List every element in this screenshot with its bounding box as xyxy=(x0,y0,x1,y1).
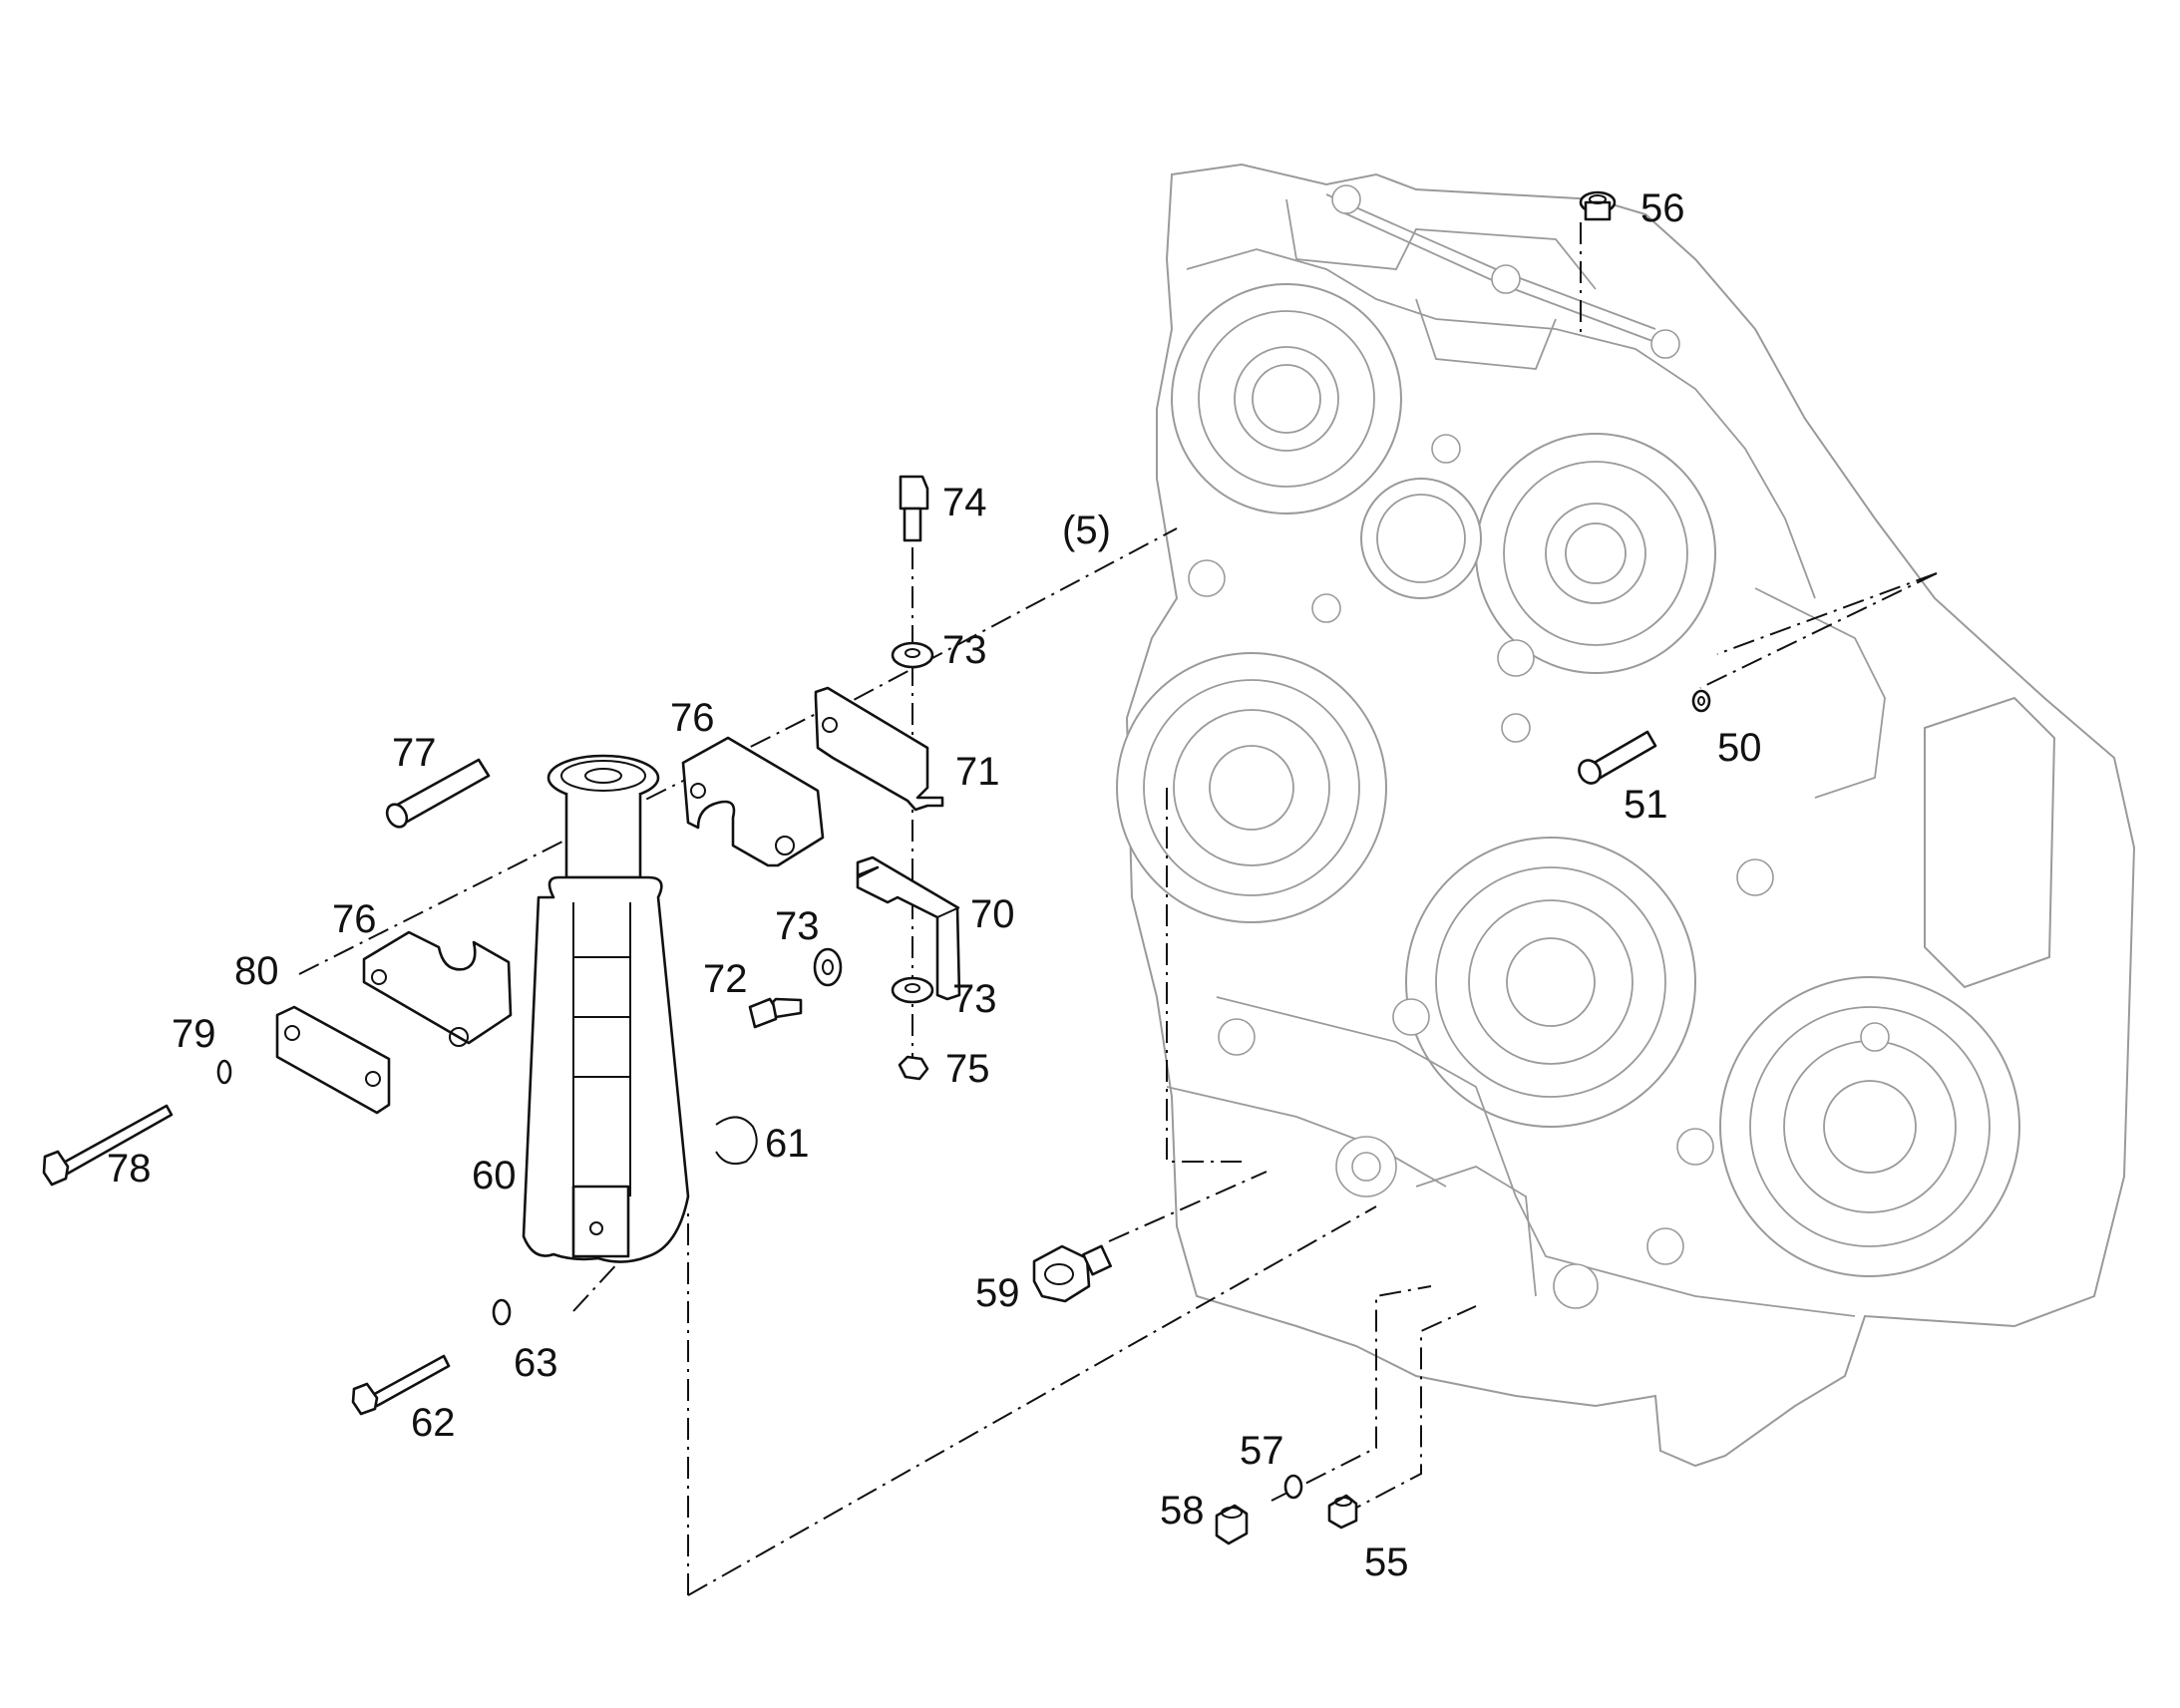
part-77-pin xyxy=(385,758,491,829)
part-60-stand xyxy=(522,754,690,1263)
callout-56: 56 xyxy=(1640,186,1685,230)
callout-71: 71 xyxy=(955,750,1000,794)
part-56-breather xyxy=(1579,190,1617,221)
callout-55: 55 xyxy=(1364,1540,1409,1584)
part-58-plug xyxy=(1215,1504,1249,1545)
part-70-bracket xyxy=(856,855,961,1001)
part-74-bolt xyxy=(899,475,929,542)
callout-73-lower: 73 xyxy=(952,977,997,1021)
callout-77: 77 xyxy=(392,731,437,775)
callout-76-upper: 76 xyxy=(670,696,715,740)
part-72-bolt xyxy=(748,997,803,1029)
callout-61: 61 xyxy=(765,1122,810,1166)
callout-50: 50 xyxy=(1717,726,1762,770)
part-57-o-ring xyxy=(1283,1474,1303,1500)
part-63-washer xyxy=(492,1298,512,1326)
gearbox-housing xyxy=(1116,163,2136,1468)
assembly-label: (5) xyxy=(1062,509,1111,552)
callout-76-lower: 76 xyxy=(332,897,377,941)
part-73-washer-lower xyxy=(891,976,934,1004)
callout-70: 70 xyxy=(970,892,1015,936)
part-76-clamp-upper xyxy=(681,736,825,867)
bore-upper-right xyxy=(1475,433,1716,674)
part-50-washer xyxy=(1691,689,1711,713)
part-80-plate xyxy=(275,1005,391,1115)
callout-58: 58 xyxy=(1160,1489,1205,1533)
part-79-washer xyxy=(216,1059,232,1085)
part-73-washer-upper xyxy=(891,641,934,669)
part-55-plug xyxy=(1327,1494,1358,1530)
part-59-plug xyxy=(1032,1244,1113,1303)
bore-upper-left xyxy=(1171,283,1402,514)
callout-78: 78 xyxy=(107,1147,152,1191)
part-51-bolt xyxy=(1578,730,1657,785)
callout-75: 75 xyxy=(945,1047,990,1091)
part-71-bracket xyxy=(814,686,944,812)
callout-63: 63 xyxy=(514,1341,558,1385)
part-61-circlip xyxy=(715,1116,758,1165)
callout-57: 57 xyxy=(1240,1429,1284,1473)
part-76-clamp-lower xyxy=(362,930,513,1047)
callout-80: 80 xyxy=(234,949,279,993)
callout-62: 62 xyxy=(411,1401,456,1445)
callout-labels: (5) 56 74 73 71 76 77 76 70 73 72 73 75 … xyxy=(107,186,1762,1584)
callout-72: 72 xyxy=(703,957,748,1001)
callout-74: 74 xyxy=(942,481,987,524)
part-78-long-bolt xyxy=(42,1104,174,1187)
bore-middle-left xyxy=(1116,652,1387,923)
bore-lower-right xyxy=(1719,976,2020,1277)
part-73-washer-left xyxy=(813,947,843,987)
callout-79: 79 xyxy=(172,1012,216,1056)
callout-59: 59 xyxy=(975,1271,1020,1315)
bore-middle-center xyxy=(1405,837,1696,1128)
callout-73-left: 73 xyxy=(775,904,820,948)
bore-small-center xyxy=(1360,478,1482,599)
callout-60: 60 xyxy=(472,1154,517,1197)
callout-51: 51 xyxy=(1624,783,1668,827)
part-75-nut xyxy=(898,1055,929,1081)
part-62-bolt xyxy=(351,1354,451,1416)
callout-73-upper: 73 xyxy=(942,628,987,672)
